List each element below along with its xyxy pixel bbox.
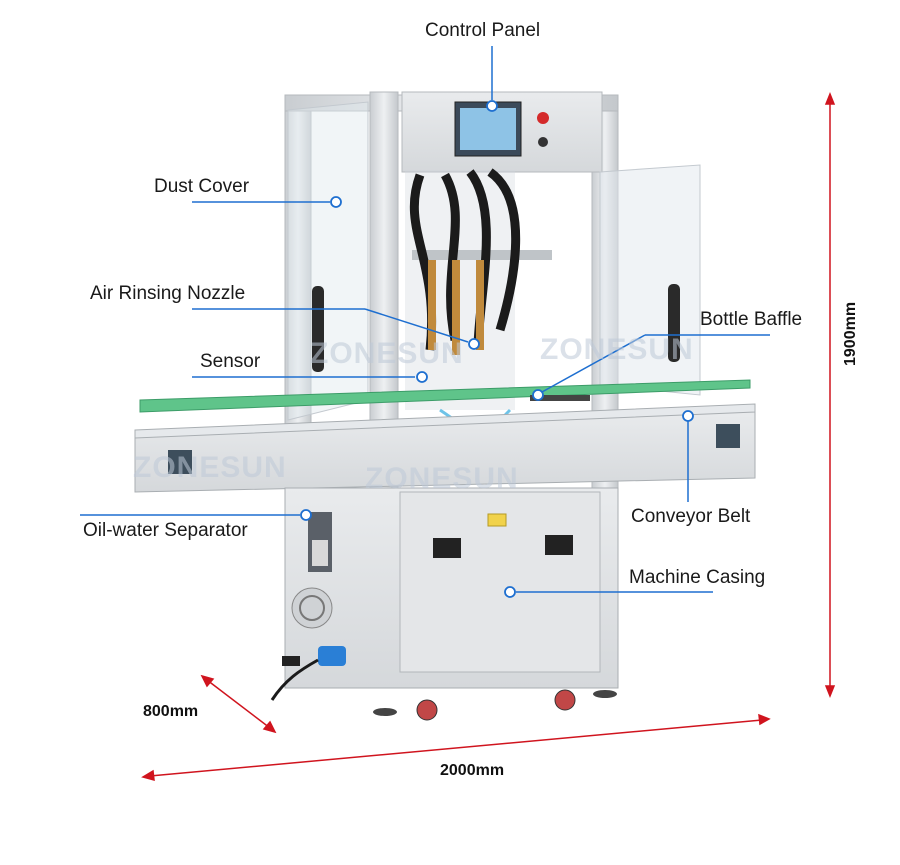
marker-air-rinsing-nozzle (468, 338, 480, 350)
width-arrow-end (758, 713, 771, 726)
depth-arrow-start (200, 674, 215, 688)
dimension-depth: 800mm (143, 703, 199, 720)
nozzle-spring-1 (428, 260, 436, 350)
depth-arrow-line (206, 679, 271, 729)
label-sensor: Sensor (200, 351, 261, 372)
conveyor-guide-rail (139, 379, 751, 413)
width-arrow-line (149, 719, 763, 777)
watermark-3: ZONESUN (133, 451, 287, 484)
dimension-width: 2000mm (440, 762, 505, 779)
nozzle-spring-3 (476, 260, 484, 350)
watermark-4: ZONESUN (365, 462, 519, 495)
marker-conveyor-belt (682, 410, 694, 422)
separator-bowl (312, 540, 328, 566)
dust-cover-left-glass (287, 101, 369, 421)
bearing-left (168, 450, 192, 474)
bearing-right (716, 424, 740, 448)
dimension-height: 1900mm (842, 301, 859, 366)
label-dust-cover: Dust Cover (154, 176, 250, 197)
emergency-stop-button (537, 112, 549, 124)
depth-arrow-end (262, 720, 277, 734)
height-arrow-top (824, 91, 836, 105)
knob-switch (538, 137, 548, 147)
label-oil-water-separator: Oil-water Separator (83, 520, 248, 541)
label-control-panel: Control Panel (425, 20, 541, 41)
nozzle-spring-2 (452, 260, 460, 355)
label-bottle-baffle: Bottle Baffle (700, 309, 803, 330)
marker-machine-casing (504, 586, 516, 598)
touch-screen-display (460, 108, 516, 150)
label-conveyor-belt: Conveyor Belt (631, 506, 751, 527)
cooling-fan (291, 587, 333, 629)
marker-bottle-baffle (532, 389, 544, 401)
width-arrow-start (141, 769, 155, 782)
marker-control-panel (486, 100, 498, 112)
marker-sensor (416, 371, 428, 383)
height-arrow-bottom (824, 685, 836, 699)
callout-markers (300, 100, 694, 598)
watermark-1: ZONESUN (310, 337, 464, 370)
label-machine-casing: Machine Casing (629, 567, 766, 588)
hose-2 (440, 172, 460, 341)
door-handle-right (668, 284, 680, 362)
door-latch-left (433, 538, 461, 558)
bottle-baffle-lever (530, 395, 590, 401)
power-socket (318, 646, 346, 666)
leveling-foot-right (593, 690, 617, 698)
power-cable (270, 658, 319, 701)
callout-lines (80, 46, 770, 593)
leveling-foot-left (373, 708, 397, 716)
caster-wheel-right (554, 689, 576, 711)
marker-dust-cover (330, 196, 342, 208)
conveyor-belt-top (134, 403, 756, 439)
caster-wheel-left (416, 699, 438, 721)
foot-left-back (282, 656, 300, 666)
door-latch-right (545, 535, 573, 555)
label-air-rinsing-nozzle: Air Rinsing Nozzle (90, 283, 246, 304)
cooling-fan-grill (299, 595, 325, 621)
door-handle-left (312, 286, 324, 372)
watermark-2: ZONESUN (540, 333, 694, 366)
warning-sticker (487, 513, 507, 527)
dimension-arrows (141, 91, 836, 782)
marker-oil-water-separator (300, 509, 312, 521)
hose-4 (487, 168, 521, 332)
